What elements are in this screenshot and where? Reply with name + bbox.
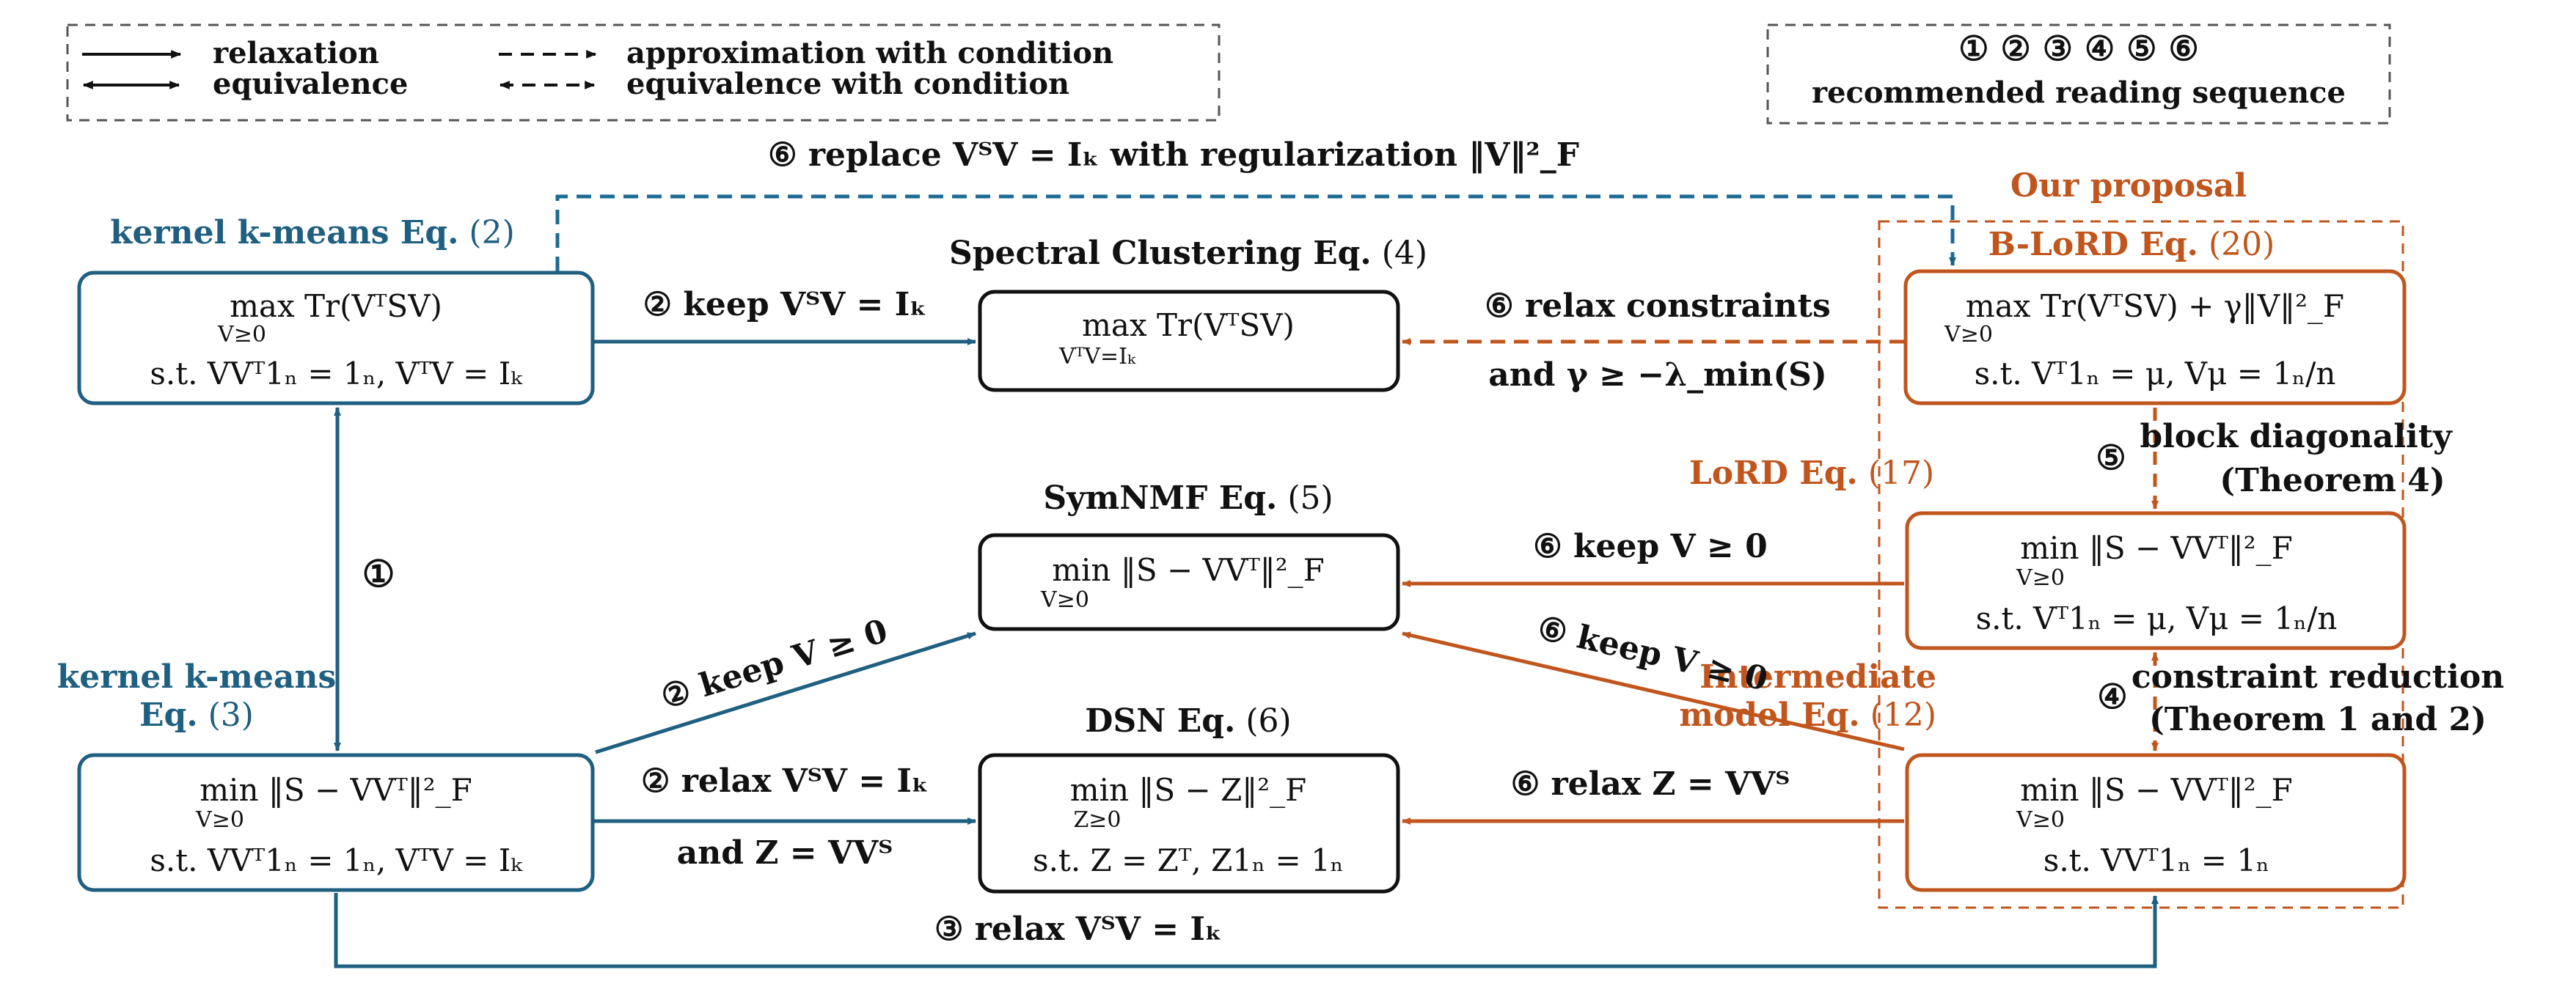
label-block-diagonality-1: block diagonality [2140, 418, 2453, 455]
edge-keep-nonneg-kkm [595, 631, 976, 754]
node-intermediate-box [1905, 753, 2407, 892]
reading-sequence-frame [1766, 23, 2391, 125]
node-lord-objective-sub: V≥0 [2016, 565, 2065, 591]
label-constraint-reduction-1: constraint reduction [2132, 658, 2504, 696]
reading-sequence-caption: recommended reading sequence [1812, 76, 2346, 110]
node-spectral-box [978, 290, 1400, 392]
node-kernel-kmeans-2-constraint: s.t. VVᵀ1ₙ = 1ₙ, VᵀV = Iₖ [150, 356, 523, 391]
label-block-diagonality-2: (Theorem 4) [2220, 462, 2445, 499]
node-kernel-kmeans-2-objective: max Tr(VᵀSV) [230, 288, 442, 324]
legend: relaxation equivalence approximation wit… [66, 23, 1221, 122]
reading-sequence-box: ① ② ③ ④ ⑤ ⑥ recommended reading sequence [1766, 23, 2391, 125]
node-intermediate: Intermediate model Eq.(12) min ‖S − VVᵀ‖… [1679, 658, 2407, 892]
label-relax-constraints-1: ⑥ relax constraints [1485, 287, 1830, 325]
node-intermediate-title-1: Intermediate [1699, 658, 1936, 696]
node-lord-title: LoRD Eq.(17) [1689, 455, 1934, 492]
node-lord: LoRD Eq.(17) min ‖S − VVᵀ‖²_F V≥0 s.t. V… [1689, 455, 2407, 650]
label-circ-4: ④ [2097, 677, 2127, 716]
legend-relaxation-label: relaxation [213, 36, 379, 70]
legend-equivalence-label: equivalence [213, 67, 408, 101]
node-kernel-kmeans-2-objective-sub: V≥0 [217, 322, 266, 348]
node-kernel-kmeans-2: kernel k-means Eq.(2) max Tr(VᵀSV) V≥0 s… [77, 214, 595, 405]
reading-sequence-numbers: ① ② ③ ④ ⑤ ⑥ [1958, 29, 2199, 68]
label-replace-regularization: ⑥ replace VᵀV = Iₖ with regularization ‖… [768, 136, 1579, 174]
label-relax-constraints-2: and γ ≥ −λ_min(S) [1488, 356, 1827, 394]
node-dsn-objective: min ‖S − Z‖²_F [1070, 772, 1307, 808]
label-relax-z: ⑥ relax Z = VVᵀ [1511, 765, 1790, 803]
node-blord-objective: max Tr(VᵀSV) + γ‖V‖²_F [1966, 288, 2344, 324]
label-circ-5: ⑤ [2096, 438, 2126, 477]
node-dsn-title: DSN Eq.(6) [1085, 702, 1291, 740]
node-symnmf-title: SymNMF Eq.(5) [1043, 479, 1333, 517]
node-symnmf: SymNMF Eq.(5) min ‖S − VVᵀ‖²_F V≥0 [978, 479, 1400, 631]
node-blord-title: B-LoRD Eq.(20) [1988, 226, 2275, 263]
node-lord-constraint: s.t. Vᵀ1ₙ = μ, Vμ = 1ₙ/n [1976, 600, 2338, 636]
label-circ-1: ① [362, 552, 395, 595]
node-kernel-kmeans-2-box [77, 271, 595, 405]
node-lord-box [1905, 511, 2407, 650]
node-spectral-objective-sub: VᵀV=Iₖ [1058, 344, 1136, 370]
node-dsn-objective-sub: Z≥0 [1073, 807, 1121, 833]
node-spectral-title: Spectral Clustering Eq.(4) [949, 235, 1427, 272]
label-keep-nonneg-lord: ⑥ keep V ≥ 0 [1533, 528, 1768, 565]
node-intermediate-objective-sub: V≥0 [2016, 807, 2065, 833]
our-proposal-title: Our proposal [2010, 167, 2247, 205]
node-kernel-kmeans-3-objective: min ‖S − VVᵀ‖²_F [200, 772, 472, 808]
node-kernel-kmeans-3-title-1: kernel k-means [57, 658, 336, 696]
legend-equivalence-cond-label: equivalence with condition [626, 67, 1069, 101]
label-relax-bottom: ③ relax VᵀV = Iₖ [934, 911, 1222, 948]
node-blord-box [1903, 269, 2407, 405]
node-dsn: DSN Eq.(6) min ‖S − Z‖²_F Z≥0 s.t. Z = Z… [978, 702, 1400, 894]
node-dsn-constraint: s.t. Z = Zᵀ, Z1ₙ = 1ₙ [1033, 842, 1344, 878]
node-intermediate-objective: min ‖S − VVᵀ‖²_F [2020, 772, 2293, 808]
node-blord: B-LoRD Eq.(20) max Tr(VᵀSV) + γ‖V‖²_F V≥… [1903, 226, 2407, 405]
node-kernel-kmeans-3-title-2: Eq.(3) [139, 696, 254, 734]
node-symnmf-objective-sub: V≥0 [1040, 587, 1089, 613]
node-spectral-objective: max Tr(VᵀSV) [1082, 307, 1295, 343]
label-keep-nonneg-int: ⑥ keep V ≥ 0 [1534, 609, 1771, 699]
label-relax-dsn-1: ② relax VᵀV = Iₖ [641, 762, 929, 800]
legend-approximation-label: approximation with condition [626, 36, 1113, 70]
node-kernel-kmeans-3-constraint: s.t. VVᵀ1ₙ = 1ₙ, VᵀV = Iₖ [150, 842, 523, 878]
node-kernel-kmeans-3-box [77, 753, 595, 892]
node-lord-objective: min ‖S − VVᵀ‖²_F [2020, 530, 2293, 566]
edge-keep-nonneg-int [1402, 631, 1905, 751]
node-symnmf-box [978, 533, 1400, 631]
node-intermediate-constraint: s.t. VVᵀ1ₙ = 1ₙ [2043, 842, 2269, 878]
node-dsn-box [978, 753, 1400, 894]
label-constraint-reduction-2: (Theorem 1 and 2) [2149, 701, 2487, 738]
node-blord-constraint: s.t. Vᵀ1ₙ = μ, Vμ = 1ₙ/n [1975, 356, 2336, 391]
node-spectral: Spectral Clustering Eq.(4) max Tr(VᵀSV) … [949, 235, 1427, 392]
node-kernel-kmeans-3: kernel k-means Eq.(3) min ‖S − VVᵀ‖²_F V… [57, 658, 595, 892]
label-relax-dsn-2: and Z = VVᵀ [677, 834, 893, 872]
node-symnmf-objective: min ‖S − VVᵀ‖²_F [1052, 552, 1325, 588]
label-keep-nonneg-kkm: ② keep V ≥ 0 [656, 612, 892, 716]
edge-relax-bottom [334, 893, 2159, 968]
label-keep-orthogonal: ② keep VᵀV = Iₖ [643, 286, 927, 323]
legend-frame [66, 23, 1221, 122]
node-blord-objective-sub: V≥0 [1944, 322, 1993, 348]
node-kernel-kmeans-2-title: kernel k-means Eq.(2) [110, 214, 515, 251]
edge-replace-regularization [555, 194, 1956, 271]
node-kernel-kmeans-3-objective-sub: V≥0 [195, 807, 244, 833]
